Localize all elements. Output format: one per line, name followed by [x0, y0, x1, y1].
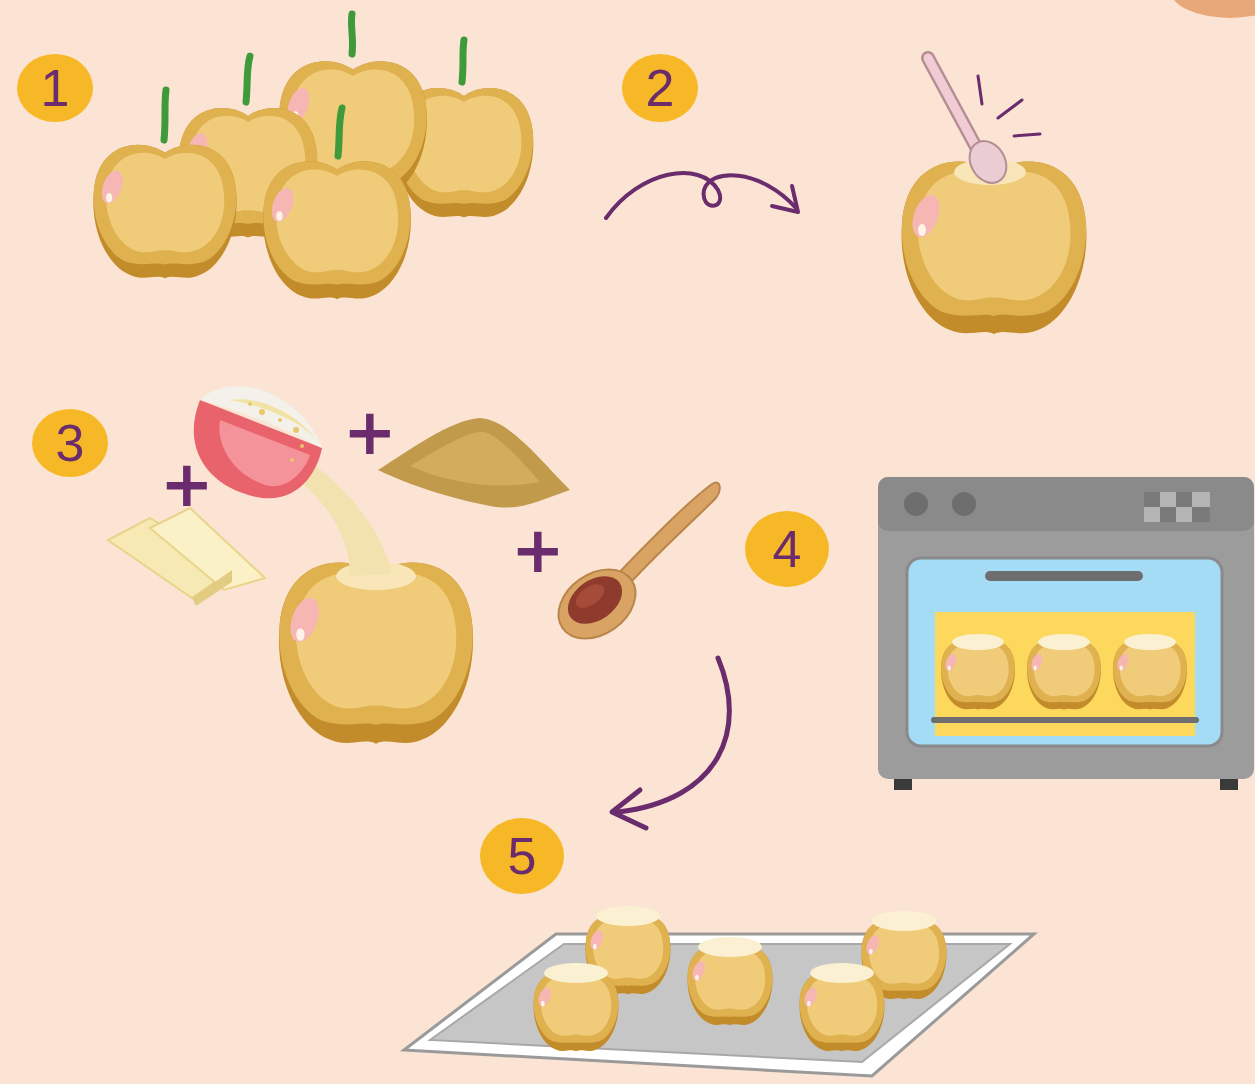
oven-part: [952, 492, 976, 516]
apple-group-part: [263, 161, 411, 299]
step-number: 3: [56, 417, 85, 469]
oven-part: [1192, 507, 1210, 522]
baking-tray-part: [596, 906, 660, 926]
butter-part: [150, 508, 265, 590]
apple-group-part: [164, 90, 166, 140]
oven-part: [1160, 507, 1176, 522]
cored-apple-part: [962, 134, 1013, 189]
cored-apple: [902, 58, 1087, 334]
oven-part: [952, 634, 1004, 650]
sugar-bowl-part: [248, 402, 252, 406]
step-number: 4: [773, 523, 802, 575]
sugar-bowl-part: [293, 427, 299, 433]
sugar-bowl-part: [278, 418, 282, 422]
baking-tray: [404, 906, 1034, 1076]
baking-tray-part: [544, 963, 608, 983]
apple-group-part: [246, 56, 250, 102]
oven-part: [878, 477, 1254, 531]
cinnamon-spoon-part: [559, 566, 631, 633]
sugar-bowl-part: [230, 399, 316, 440]
filled-apple: [279, 452, 473, 744]
step-badge: 2: [622, 54, 698, 122]
cinnamon-spoon: [545, 483, 719, 653]
baking-tray-part: [810, 963, 874, 983]
cored-apple-part: [998, 100, 1022, 118]
sugar-bowl-part: [219, 420, 310, 486]
sugar-bowl-part: [200, 386, 322, 448]
baking-tray-part: [799, 972, 884, 1051]
flow-arrow: [618, 658, 729, 812]
corner-shape: [1170, 0, 1255, 18]
step-badge: 3: [32, 409, 108, 477]
butter: [108, 508, 265, 606]
oven-part: [1038, 634, 1090, 650]
sugar-bowl-part: [300, 444, 304, 448]
plus-sign: +: [343, 400, 397, 464]
plus-sign: +: [511, 518, 565, 582]
baking-tray-part: [533, 972, 618, 1051]
oven-part: [941, 641, 1015, 710]
oven-part: [1124, 634, 1176, 650]
flow-arrow: [606, 173, 796, 218]
step-number: 1: [41, 62, 70, 114]
apple-group-part: [462, 40, 464, 82]
oven-part: [1144, 492, 1210, 522]
apple-group: [93, 14, 533, 299]
oven-part: [878, 477, 1254, 779]
oven-part: [1113, 641, 1187, 710]
oven-part: [907, 558, 1222, 746]
cored-apple-part: [1014, 134, 1040, 136]
oven-part: [990, 571, 1138, 581]
sugar-bowl-part: [259, 409, 265, 415]
arrow-head: [772, 186, 798, 212]
oven: [878, 477, 1254, 790]
oven-part: [904, 492, 928, 516]
oven-part: [935, 612, 1195, 736]
arrow-head: [612, 790, 646, 828]
spice-pile: [378, 418, 570, 508]
step-number: 2: [646, 62, 675, 114]
step-number: 5: [508, 830, 537, 882]
step-badge: 5: [480, 818, 564, 894]
baking-tray-part: [872, 911, 936, 931]
spice-pile-part: [378, 418, 570, 508]
baking-tray-part: [698, 937, 762, 957]
oven-part: [934, 717, 1196, 723]
step-badge: 4: [745, 511, 829, 587]
cored-apple-part: [928, 58, 982, 158]
cored-apple-part: [928, 58, 982, 158]
filled-apple-part: [279, 563, 473, 744]
sugar-bowl-part: [290, 458, 294, 462]
cinnamon-spoon-part: [572, 579, 609, 612]
cored-apple-part: [902, 161, 1087, 334]
oven-part: [1176, 492, 1192, 507]
plus-sign: +: [160, 452, 214, 516]
step-badge: 1: [17, 54, 93, 122]
apple-group-part: [351, 14, 352, 54]
oven-part: [1027, 641, 1101, 710]
butter-part: [192, 570, 232, 606]
oven-part: [1144, 492, 1160, 507]
baking-tray-part: [687, 946, 772, 1025]
spice-pile-part: [410, 432, 540, 486]
apple-group-part: [338, 108, 342, 156]
apple-group-part: [93, 145, 236, 279]
cored-apple-part: [978, 76, 982, 104]
